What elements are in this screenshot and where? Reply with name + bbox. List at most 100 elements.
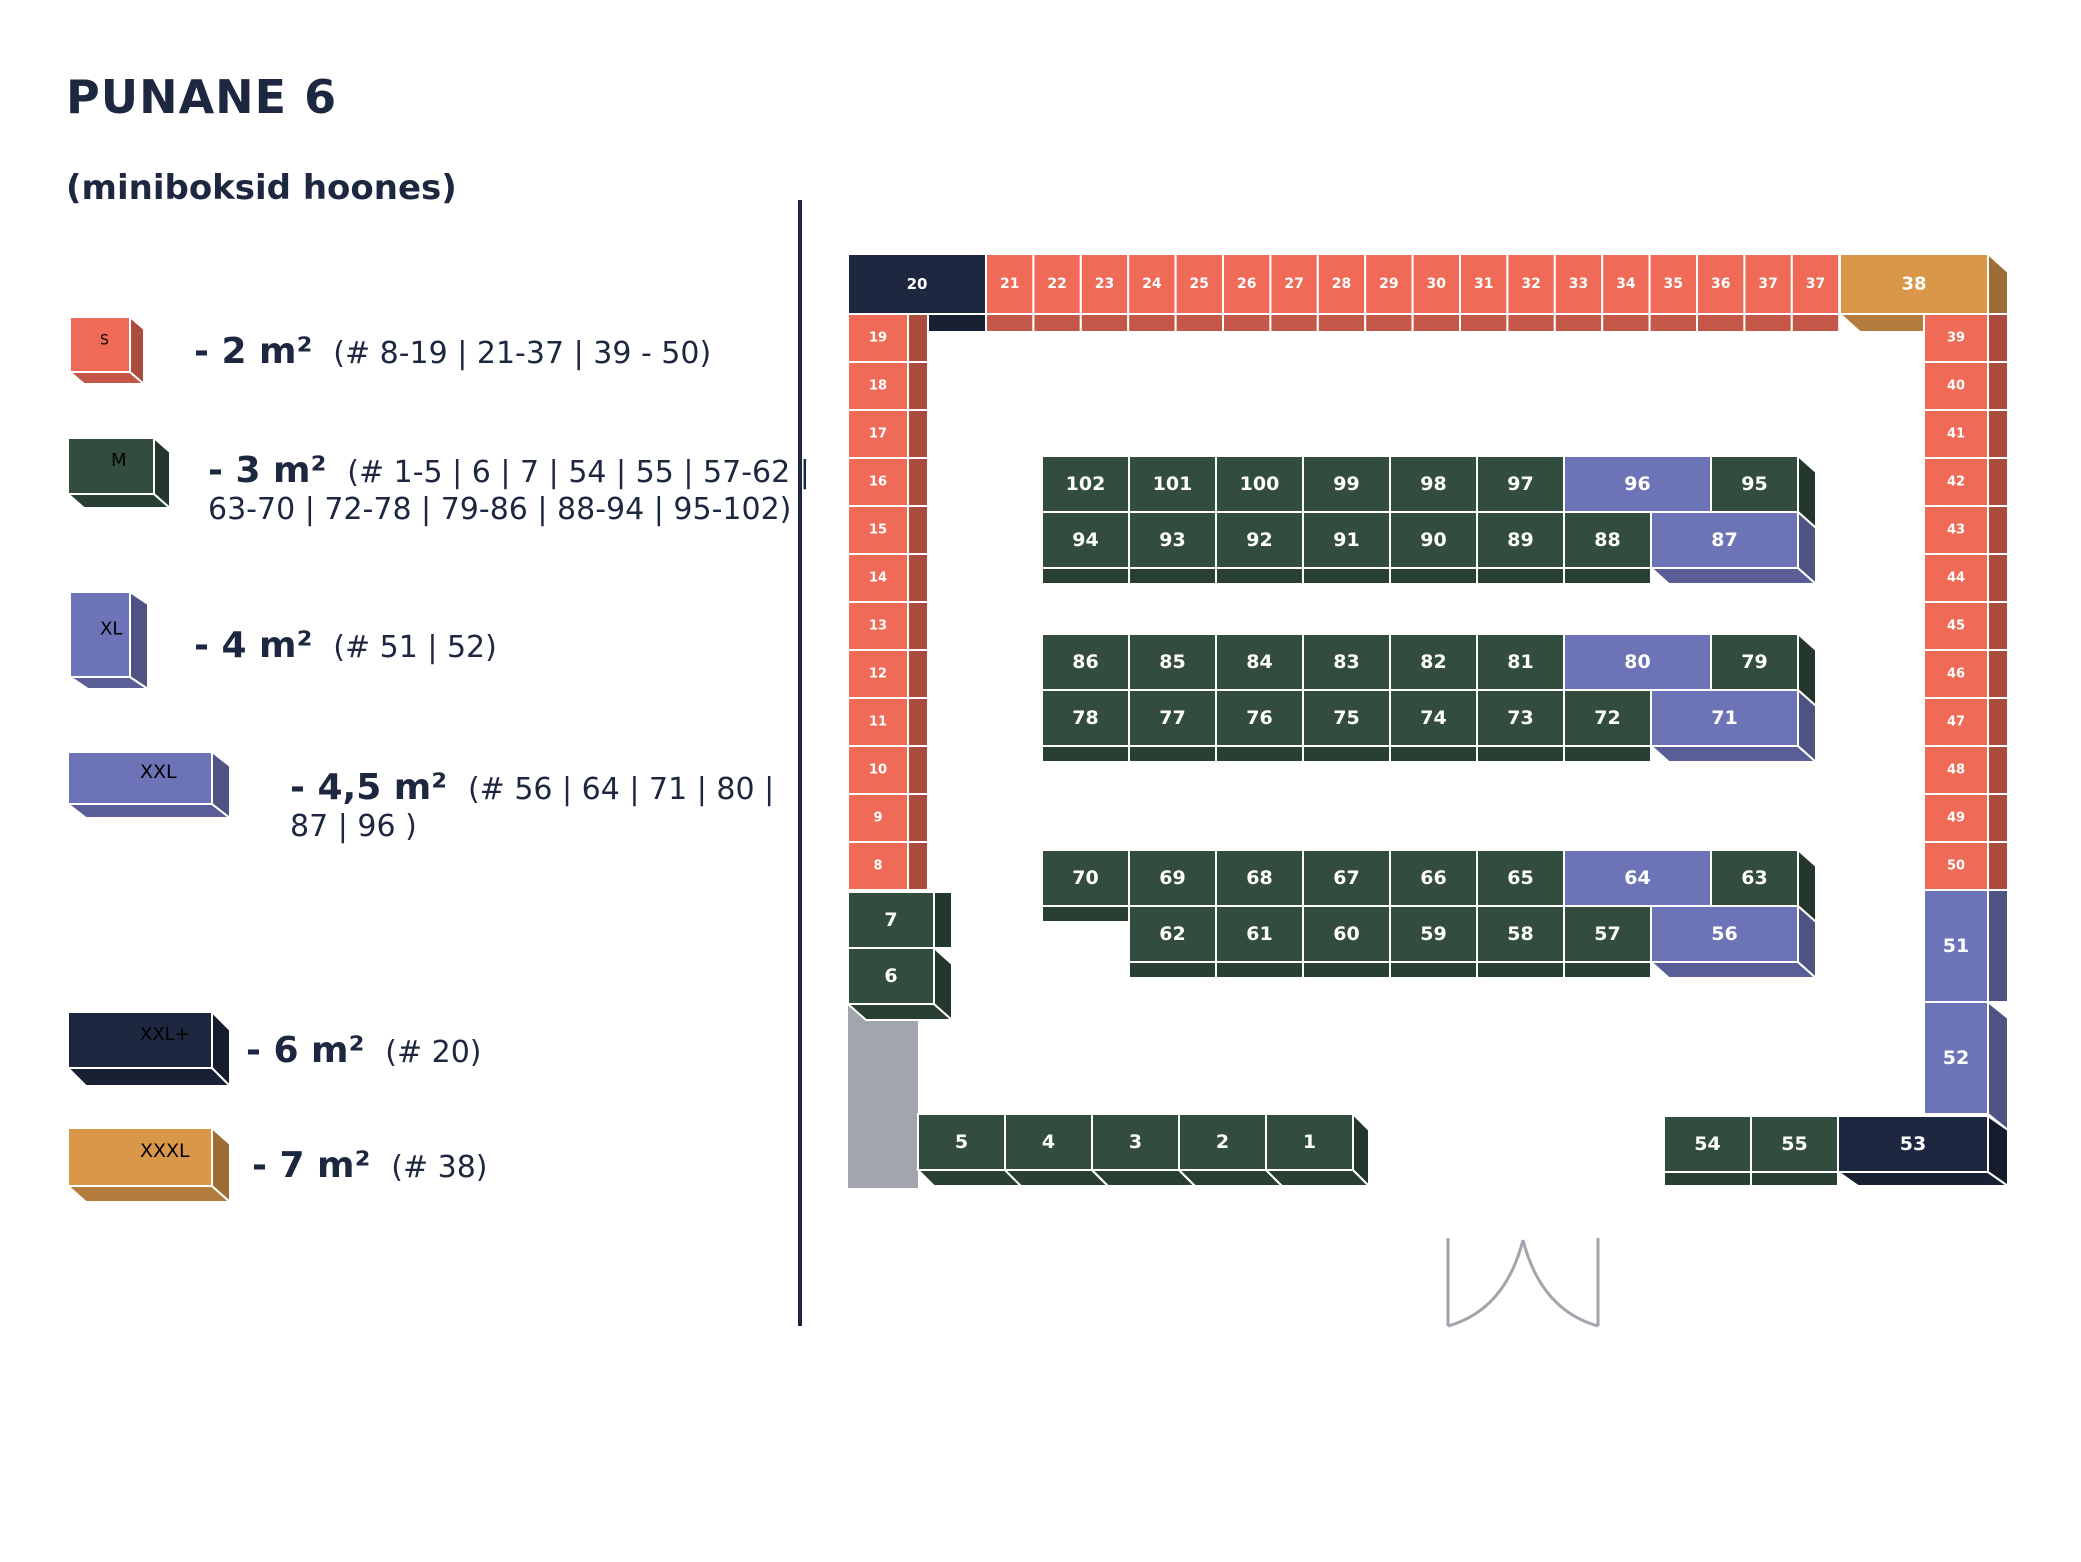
unit-b1-92: 92 (1215, 511, 1304, 585)
legend-s-text: - 2 m² (# 8-19 | 21-37 | 39 - 50) (194, 333, 711, 372)
unit-b1-99-label: 99 (1333, 473, 1359, 495)
unit-left-8-label: 8 (873, 859, 882, 874)
unit-53-label: 53 (1900, 1133, 1926, 1155)
entrance-door-icon (1446, 1238, 1600, 1328)
unit-b3-61-label: 61 (1246, 923, 1272, 945)
unit-b3-60-label: 60 (1333, 923, 1359, 945)
unit-b3-62-label: 62 (1159, 923, 1185, 945)
unit-top-26-label: 26 (1237, 276, 1256, 292)
unit-top-35-label: 35 (1664, 276, 1683, 292)
unit-left-8: 8 (847, 841, 929, 891)
unit-b2-78: 78 (1041, 689, 1130, 763)
unit-55-label: 55 (1781, 1133, 1807, 1155)
unit-right-46: 46 (1923, 649, 2009, 699)
legend-s-boxes: (# 8-19 | 21-37 | 39 - 50) (333, 336, 712, 371)
unit-top-27: 27 (1269, 253, 1319, 333)
unit-left-14: 14 (847, 553, 929, 603)
unit-top-35: 35 (1648, 253, 1698, 333)
unit-right-50: 50 (1923, 841, 2009, 891)
legend-xxlplus-area: - 6 m² (246, 1030, 365, 1071)
unit-b2-77: 77 (1128, 689, 1217, 763)
unit-left-18: 18 (847, 361, 929, 411)
unit-b2-80-label: 80 (1624, 651, 1650, 673)
unit-b2-72: 72 (1563, 689, 1652, 763)
unit-b3-56: 56 (1648, 903, 1819, 981)
unit-left-19: 19 (847, 313, 929, 363)
unit-b2-72-label: 72 (1594, 707, 1620, 729)
unit-55: 55 (1750, 1115, 1839, 1187)
unit-b1-100-label: 100 (1240, 473, 1280, 495)
legend-icon-xxlplus: XXL+ (65, 1009, 233, 1089)
unit-top-34: 34 (1601, 253, 1651, 333)
legend-icon-s-label: S (100, 333, 109, 349)
unit-top-27-label: 27 (1284, 276, 1303, 292)
unit-left-11: 11 (847, 697, 929, 747)
unit-left-16-label: 16 (869, 475, 887, 490)
divider-line (798, 200, 802, 1326)
unit-left-10: 10 (847, 745, 929, 795)
page-subtitle: (miniboksid hoones) (66, 168, 457, 208)
unit-top-21: 21 (985, 253, 1035, 333)
legend-icon-m: M (65, 435, 173, 511)
legend-m-boxes-line2: 63-70 | 72-78 | 79-86 | 88-94 | 95-102) (208, 492, 792, 527)
unit-b1-89: 89 (1476, 511, 1565, 585)
unit-54-label: 54 (1694, 1133, 1720, 1155)
unit-top-25: 25 (1174, 253, 1224, 333)
unit-top-23: 23 (1079, 253, 1130, 333)
unit-left-16: 16 (847, 457, 929, 507)
legend-m-boxes: (# 1-5 | 6 | 7 | 54 | 55 | 57-62 | (347, 455, 810, 490)
unit-b1-89-label: 89 (1507, 529, 1533, 551)
unit-53: 53 (1834, 1114, 2012, 1188)
legend-icon-xl: XL (66, 590, 152, 691)
unit-top-31-label: 31 (1474, 276, 1493, 292)
legend-icon-xxl: XXL (65, 749, 233, 821)
unit-b1-93: 93 (1128, 511, 1217, 585)
legend-icon-xxxl: XXXL (65, 1125, 233, 1205)
wall-block (848, 1004, 918, 1188)
unit-top-36: 36 (1696, 253, 1746, 333)
unit-b1-90: 90 (1389, 511, 1478, 585)
unit-left-9: 9 (847, 793, 929, 843)
legend-xxxl-text: - 7 m² (# 38) (252, 1147, 488, 1186)
unit-bottom-1-label: 1 (1303, 1131, 1316, 1153)
unit-top-24: 24 (1127, 253, 1177, 333)
unit-b3-68-label: 68 (1246, 867, 1272, 889)
unit-right-39-label: 39 (1947, 331, 1965, 346)
unit-left-12: 12 (847, 649, 929, 699)
unit-7: 7 (847, 891, 953, 949)
unit-b1-90-label: 90 (1420, 529, 1446, 551)
unit-top-28: 28 (1316, 253, 1367, 333)
unit-top-30-label: 30 (1427, 276, 1447, 292)
unit-left-15: 15 (847, 505, 929, 555)
unit-left-17-label: 17 (869, 427, 887, 442)
unit-b2-74-label: 74 (1420, 707, 1446, 729)
unit-b1-94: 94 (1041, 511, 1130, 585)
unit-b2-77-label: 77 (1159, 707, 1185, 729)
unit-bottom-2-label: 2 (1216, 1131, 1229, 1153)
unit-b3-66-label: 66 (1420, 867, 1446, 889)
unit-38-label: 38 (1901, 274, 1926, 295)
unit-b2-83-label: 83 (1333, 651, 1359, 673)
unit-right-47: 47 (1923, 697, 2009, 747)
legend-m-text: - 3 m² (# 1-5 | 6 | 7 | 54 | 55 | 57-62 … (208, 452, 810, 528)
unit-right-39: 39 (1923, 313, 2009, 363)
legend-xxlplus-boxes: (# 20) (385, 1035, 482, 1070)
unit-b1-98-label: 98 (1420, 473, 1446, 495)
unit-right-46-label: 46 (1947, 667, 1965, 682)
unit-right-43-label: 43 (1947, 523, 1965, 538)
unit-b3-70: 70 (1041, 849, 1130, 923)
unit-b2-82-label: 82 (1420, 651, 1446, 673)
unit-b1-87-label: 87 (1711, 529, 1737, 551)
unit-top-28-label: 28 (1332, 276, 1351, 292)
unit-b2-85-label: 85 (1159, 651, 1185, 673)
unit-right-44-label: 44 (1947, 571, 1965, 586)
unit-right-40: 40 (1923, 361, 2009, 411)
unit-top-37: 37 (1743, 253, 1793, 333)
unit-b2-84-label: 84 (1246, 651, 1272, 673)
unit-52: 52 (1921, 999, 2011, 1133)
unit-top-37-label: 37 (1758, 276, 1777, 292)
unit-left-13: 13 (847, 601, 929, 651)
unit-top-22-label: 22 (1047, 276, 1066, 292)
unit-b3-62: 62 (1128, 905, 1217, 979)
